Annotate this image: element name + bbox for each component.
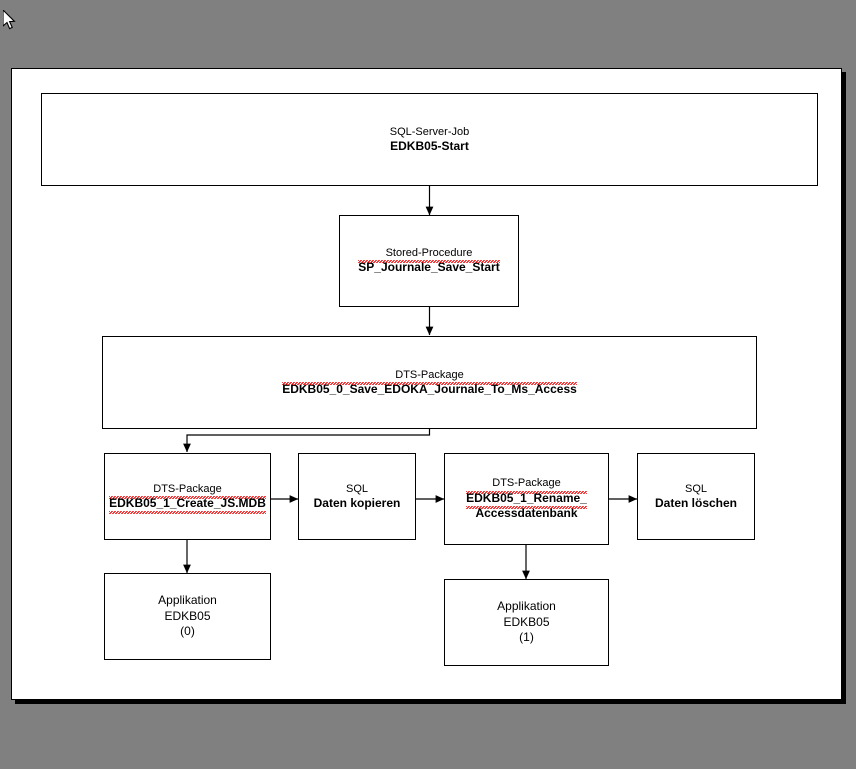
node-label: DTS-Package: [466, 476, 587, 494]
node-name-line2: (1): [519, 630, 534, 645]
node-label: Applikation: [158, 593, 217, 608]
mouse-cursor-icon: [3, 10, 16, 30]
node-label: SQL: [684, 482, 707, 495]
node-stored-procedure[interactable]: Stored-Procedure SP_Journale_Save_Start: [339, 215, 519, 307]
node-sql-server-job[interactable]: SQL-Server-Job EDKB05-Start: [41, 93, 818, 186]
node-applikation-1[interactable]: Applikation EDKB05 (1): [444, 579, 609, 666]
node-name: EDKB05-Start: [390, 138, 469, 153]
node-name: EDKB05_1_Rename_: [466, 490, 587, 509]
node-label: Applikation: [497, 599, 556, 614]
node-dts-package-rename[interactable]: DTS-Package EDKB05_1_Rename_ Accessdaten…: [444, 453, 609, 545]
node-applikation-0[interactable]: Applikation EDKB05 (0): [104, 573, 271, 660]
node-label: Stored-Procedure: [358, 246, 501, 264]
node-name: EDKB05: [164, 608, 211, 623]
node-name: SP_Journale_Save_Start: [358, 260, 500, 275]
node-label: SQL: [345, 482, 368, 495]
diagram-canvas: SQL-Server-Job EDKB05-Start Stored-Proce…: [12, 69, 841, 699]
node-name: EDKB05: [503, 614, 550, 629]
node-name-line2: (0): [180, 624, 195, 639]
node-label: SQL-Server-Job: [389, 125, 470, 138]
node-dts-package-create[interactable]: DTS-Package EDKB05_1_Create_JS.MDB: [104, 453, 271, 540]
node-name: EDKB05_1_Create_JS.MDB: [109, 495, 266, 514]
node-name: EDKB05_0_Save_EDOKA_Journale_To_Ms_Acces…: [282, 381, 577, 396]
node-name-line2: Accessdatenbank: [475, 506, 578, 521]
node-label: DTS-Package: [109, 482, 266, 500]
node-name: Daten kopieren: [313, 495, 401, 510]
node-sql-daten-kopieren[interactable]: SQL Daten kopieren: [298, 453, 416, 540]
node-label: DTS-Package: [282, 368, 577, 386]
connector-layer: [183, 186, 638, 580]
node-dts-package-save[interactable]: DTS-Package EDKB05_0_Save_EDOKA_Journale…: [102, 336, 757, 429]
node-name: Daten löschen: [654, 495, 738, 510]
node-sql-daten-loeschen[interactable]: SQL Daten löschen: [637, 453, 755, 540]
diagram-page: SQL-Server-Job EDKB05-Start Stored-Proce…: [11, 68, 842, 700]
edge-dts-save-to-create: [183, 429, 431, 453]
